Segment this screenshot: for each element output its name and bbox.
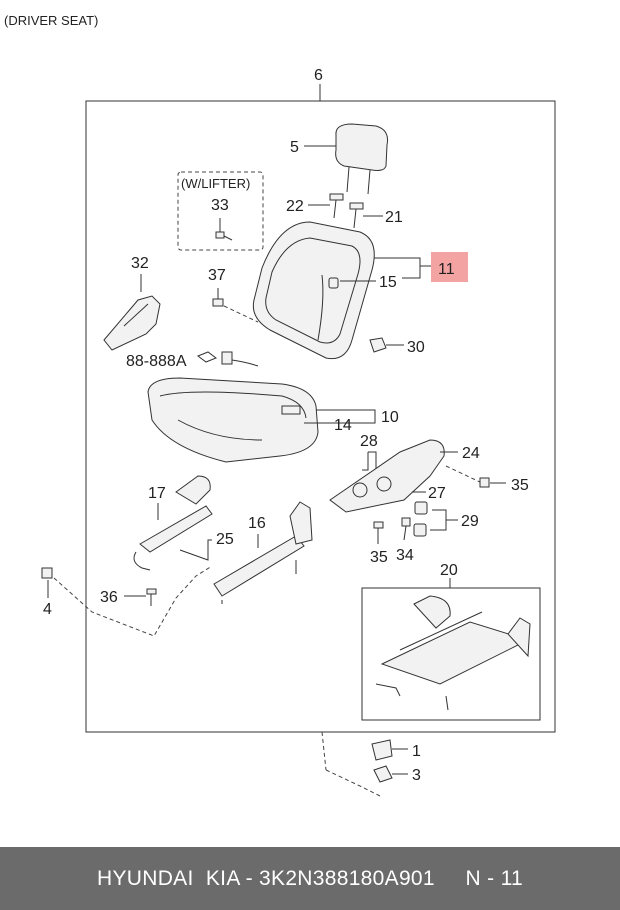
callout-33: 33 [211,197,229,214]
seat-rail-17 [133,475,213,571]
callout-34: 34 [396,547,414,564]
callout-17: 17 [148,485,166,502]
bolt-37-icon [212,288,259,323]
callout-4: 4 [43,601,52,618]
part-11-highlight [431,252,468,282]
callout-6: 6 [314,67,323,84]
callout-21: 21 [385,209,403,226]
callout-32: 32 [131,255,149,272]
callout-35b: 35 [370,549,388,566]
callout-5: 5 [290,139,299,156]
clip-30-icon [369,337,387,353]
bolt-35b-icon [373,521,384,544]
seat-rail-16 [213,501,313,604]
knob-29-icon [413,501,428,537]
seat-parts-diagram: (DRIVER SEAT) 6 (W/LIFTER) 33 5 22 21 11 [4,13,556,797]
lifter-label: (W/LIFTER) [181,176,250,191]
connector-code: 88-888A [126,353,187,370]
headrest-guide-22-icon [329,193,344,219]
side-bracket-32 [103,295,161,351]
callout-24: 24 [462,445,480,462]
seat-cushion [147,377,319,463]
seat-frame-20 [375,595,531,711]
inset-frame [361,587,541,721]
callout-22: 22 [286,198,304,215]
lifter-box [177,171,264,251]
callout-15: 15 [379,274,397,291]
nut-3-icon [373,765,393,783]
diagram-title: (DRIVER SEAT) [4,13,98,28]
cover-1-icon [371,739,393,761]
callout-29: 29 [461,513,479,530]
bolt-36-icon [146,588,157,606]
callout-36: 36 [100,589,118,606]
callout-14: 14 [334,417,352,434]
callout-16: 16 [248,515,266,532]
callout-37: 37 [208,267,226,284]
bolt-35a-icon [445,465,490,488]
bolt-33-icon [215,218,233,241]
footer-text: HYUNDAI KIA - 3K2N388180A901 N - 11 [97,866,523,890]
headrest [335,123,388,195]
callout-27: 27 [428,485,446,502]
callout-10: 10 [381,409,399,426]
headrest-guide-21-icon [349,202,364,229]
side-shield-24 [329,439,445,513]
footer-bar: HYUNDAI KIA - 3K2N388180A901 N - 11 [0,847,620,910]
callout-35a: 35 [511,477,529,494]
seat-back [252,221,375,360]
callout-25: 25 [216,531,234,548]
callout-20: 20 [440,562,458,579]
nut-4-icon [41,567,53,579]
screw-34-icon [401,517,411,541]
callout-11: 11 [438,261,455,278]
callout-30: 30 [407,339,425,356]
callout-1: 1 [412,743,421,760]
callout-28: 28 [360,433,378,450]
connector-icon [196,351,259,367]
callout-3: 3 [412,767,421,784]
